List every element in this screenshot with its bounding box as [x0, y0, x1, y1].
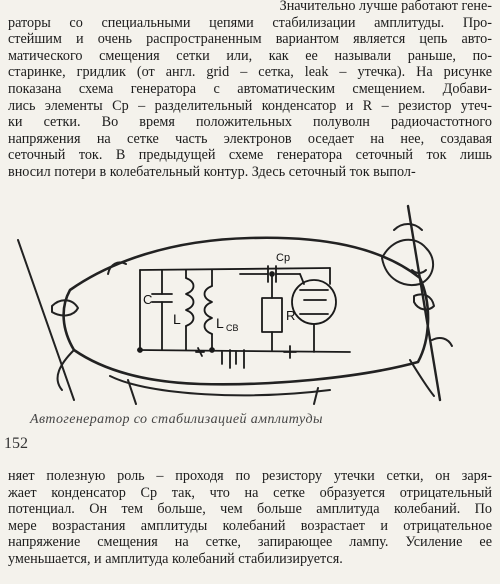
battery — [221, 349, 245, 369]
bottom-paragraph: няет полезную роль – проходя по резистор… — [8, 468, 492, 568]
text-line: раторы со специальными цепями стабилизац… — [8, 14, 492, 31]
label-r: R — [286, 308, 295, 323]
page-number: 152 — [4, 435, 28, 452]
text-line: жает конденсатор Cр так, что на сетке об… — [8, 484, 492, 501]
text-line: показана схема генератора с автоматическ… — [8, 80, 492, 97]
right-foot — [409, 359, 435, 397]
left-stick — [17, 239, 75, 401]
label-c: C — [143, 292, 152, 307]
top-paragraph: Значительно лучше работают гене- раторы … — [8, 0, 492, 181]
capacitor-c — [151, 293, 173, 303]
text-line: напряжения на сетке часть электронов осе… — [8, 130, 492, 147]
resistor-r — [261, 297, 283, 333]
right-stick — [406, 204, 442, 402]
label-cp: Cр — [276, 252, 290, 264]
text-line: стейшим и очень распространенным вариант… — [8, 31, 492, 48]
coil-lcb — [203, 285, 213, 335]
label-l: L — [173, 311, 181, 327]
text-line: мере возрастания амплитуды колебаний воз… — [8, 517, 492, 534]
circuit-top-wire — [139, 267, 331, 271]
text-line: вносил потери в колебательный контур. Зд… — [8, 163, 416, 180]
text-line: Значительно лучше работают гене- — [279, 0, 492, 14]
label-lcb-sub: CB — [226, 323, 239, 333]
sheet-outline — [62, 236, 430, 386]
text-line: матического смещения сетки или, как ее н… — [8, 47, 492, 64]
text-line: сеточный ток. В предыдущей схеме генерат… — [8, 147, 492, 164]
circuit-cartoon-drawing: C L L CB Cр R — [17, 204, 453, 405]
text-line: уменьшается, и амплитуда колебаний стаби… — [8, 550, 343, 567]
cartoon-illustration: C L L CB Cр R — [0, 200, 500, 405]
label-lcb: L — [216, 315, 224, 331]
head — [381, 238, 435, 286]
text-line: старинке, гридлик (от англ. grid – сетка… — [8, 64, 492, 81]
right-hand — [413, 293, 435, 311]
figure-caption: Автогенератор со стабилизацией амплитуды — [30, 412, 323, 427]
sheet-lower-edge — [109, 375, 331, 397]
text-line: няет полезную роль – проходя по резистор… — [8, 468, 492, 484]
left-foot — [56, 349, 75, 391]
text-line: напряжение смещения на сетке, запирающее… — [8, 534, 492, 551]
coil-l — [185, 277, 195, 327]
text-line: потенциал. Он тем больше, чем больше амп… — [8, 501, 492, 518]
text-line: ки сетки. Во время положительных полувол… — [8, 114, 492, 131]
text-line: лись элементы Cр – разделительный конден… — [8, 97, 492, 114]
left-hand — [51, 299, 79, 317]
vacuum-tube — [291, 279, 337, 325]
